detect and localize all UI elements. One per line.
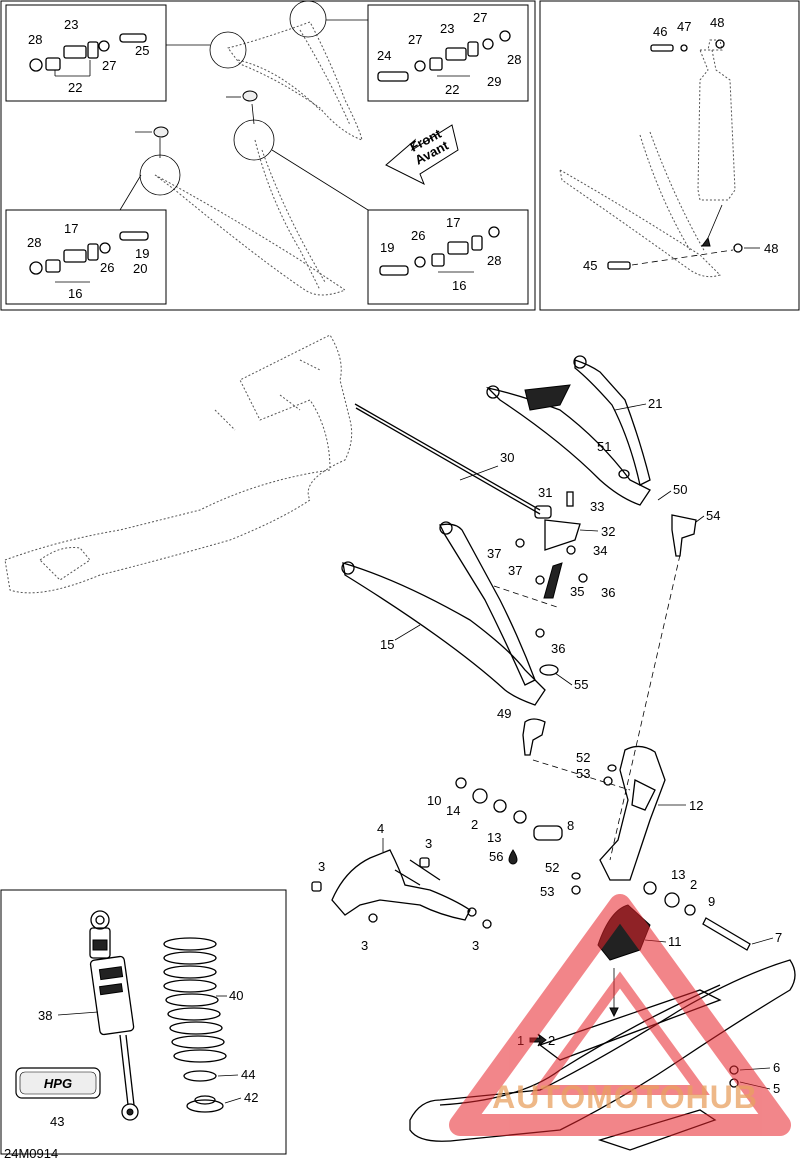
callout-12: 12 xyxy=(689,798,703,813)
callout-53: 53 xyxy=(540,884,554,899)
bushing-kit-box-upper-left: 28 23 25 27 22 xyxy=(5,4,167,102)
callout-19: 19 xyxy=(135,246,149,261)
callout-11: 11 xyxy=(668,934,682,949)
callout-33: 33 xyxy=(590,499,604,514)
callout-26: 26 xyxy=(100,260,114,275)
front-direction-arrow: Front Avant xyxy=(385,124,459,186)
callout-55: 55 xyxy=(574,677,588,692)
callout-42: 42 xyxy=(244,1090,258,1105)
watermark-text: AUTOMOTOHUB xyxy=(492,1079,758,1115)
callout-49: 49 xyxy=(497,706,511,721)
callout-26: 26 xyxy=(411,228,425,243)
callout-20: 20 xyxy=(133,261,147,276)
callout-31: 31 xyxy=(538,485,552,500)
callout-28: 28 xyxy=(507,52,521,67)
figure-code: 24M0914 xyxy=(4,1146,58,1161)
bushing-kit-box-lower-right: 19 26 17 28 16 xyxy=(367,209,529,305)
callout-28: 28 xyxy=(487,253,501,268)
callout-53: 53 xyxy=(576,766,590,781)
callout-52: 52 xyxy=(576,750,590,765)
callout-36: 36 xyxy=(601,585,615,600)
callout-9: 9 xyxy=(708,894,715,909)
callout-2: 2 xyxy=(690,877,697,892)
shock-spring-panel: 38 40 44 42 HPG 43 xyxy=(0,889,287,1155)
callout-44: 44 xyxy=(241,1067,255,1082)
callout-13: 13 xyxy=(487,830,501,845)
callout-13: 13 xyxy=(671,867,685,882)
callout-51: 51 xyxy=(597,439,611,454)
callout-19: 19 xyxy=(380,240,394,255)
callout-5: 5 xyxy=(773,1081,780,1096)
callout-34: 34 xyxy=(593,543,607,558)
callout-8: 8 xyxy=(567,818,574,833)
callout-38: 38 xyxy=(38,1008,52,1023)
callout-10: 10 xyxy=(427,793,441,808)
callout-15: 15 xyxy=(380,637,394,652)
callout-46: 46 xyxy=(653,24,667,39)
callout-48: 48 xyxy=(764,241,778,256)
callout-24: 24 xyxy=(377,48,391,63)
callout-2: 2 xyxy=(548,1033,555,1048)
callout-30: 30 xyxy=(500,450,514,465)
callout-28: 28 xyxy=(27,235,41,250)
callout-40: 40 xyxy=(229,988,243,1003)
callout-52: 52 xyxy=(545,860,559,875)
callout-28: 28 xyxy=(28,32,42,47)
callout-3: 3 xyxy=(472,938,479,953)
callout-7: 7 xyxy=(775,930,782,945)
callout-16: 16 xyxy=(452,278,466,293)
callout-50: 50 xyxy=(673,482,687,497)
callout-3: 3 xyxy=(361,938,368,953)
callout-29: 29 xyxy=(487,74,501,89)
callout-17: 17 xyxy=(446,215,460,230)
callout-37: 37 xyxy=(508,563,522,578)
callout-22: 22 xyxy=(445,82,459,97)
a-arm-bushing-panel: Front Avant 28 23 25 27 22 xyxy=(0,0,536,311)
callout-37: 37 xyxy=(487,546,501,561)
callout-47: 47 xyxy=(677,19,691,34)
callout-54: 54 xyxy=(706,508,720,523)
callout-4: 4 xyxy=(377,821,384,836)
callout-21: 21 xyxy=(648,396,662,411)
shock-mount-panel: 46 47 48 45 48 xyxy=(539,0,800,311)
callout-22: 22 xyxy=(68,80,82,95)
callout-32: 32 xyxy=(601,524,615,539)
callout-6: 6 xyxy=(773,1060,780,1075)
callout-3: 3 xyxy=(425,836,432,851)
callout-56: 56 xyxy=(489,849,503,864)
watermark xyxy=(449,894,791,1136)
hpg-logo: HPG xyxy=(15,1067,101,1099)
callout-48: 48 xyxy=(710,15,724,30)
callout-35: 35 xyxy=(570,584,584,599)
callout-27: 27 xyxy=(408,32,422,47)
callout-36: 36 xyxy=(551,641,565,656)
callout-27: 27 xyxy=(102,58,116,73)
callout-25: 25 xyxy=(135,43,149,58)
callout-16: 16 xyxy=(68,286,82,301)
bushing-kit-box-lower-left: 28 17 26 19 20 16 xyxy=(5,209,167,305)
hpg-logo-text: HPG xyxy=(44,1076,72,1091)
callout-3: 3 xyxy=(318,859,325,874)
bushing-kit-box-upper-right: 24 27 23 27 28 29 22 xyxy=(367,4,529,102)
callout-17: 17 xyxy=(64,221,78,236)
callout-14: 14 xyxy=(446,803,460,818)
callout-23: 23 xyxy=(64,17,78,32)
callout-43: 43 xyxy=(50,1114,64,1129)
callout-2: 2 xyxy=(471,817,478,832)
callout-45: 45 xyxy=(583,258,597,273)
callout-27: 27 xyxy=(473,10,487,25)
callout-23: 23 xyxy=(440,21,454,36)
coil-spring xyxy=(163,937,227,1063)
